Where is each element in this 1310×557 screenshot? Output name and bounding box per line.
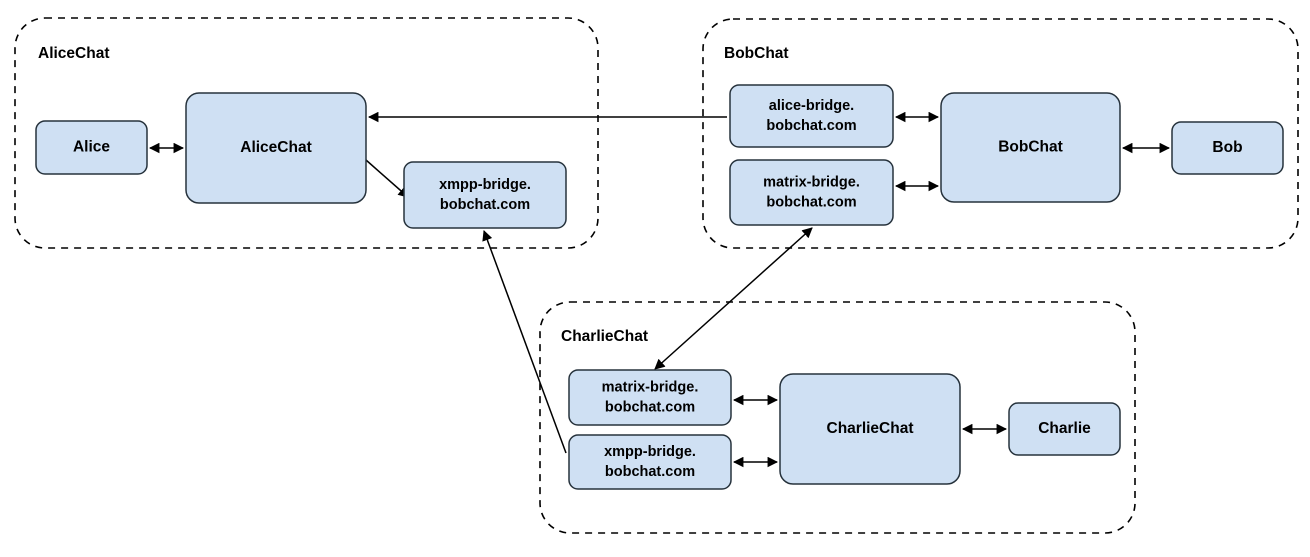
node-label-line: xmpp-bridge. bbox=[439, 177, 531, 193]
node-charlie-user[interactable]: Charlie bbox=[1008, 402, 1121, 456]
node-label-line: BobChat bbox=[998, 139, 1063, 156]
node-box[interactable] bbox=[403, 161, 567, 229]
group-charliechat-group: CharlieChat bbox=[539, 301, 1136, 534]
node-box[interactable] bbox=[1171, 121, 1284, 175]
edges bbox=[148, 111, 1171, 468]
group-label: CharlieChat bbox=[561, 328, 648, 345]
node-label-line: bobchat.com bbox=[605, 464, 695, 480]
group-frame bbox=[14, 17, 599, 249]
group-alicechat-group: AliceChat bbox=[14, 17, 599, 249]
edge-alice-xmpp-bridge-to-charlie-xmpp-bridge bbox=[482, 230, 567, 454]
group-frame bbox=[702, 18, 1299, 249]
edge-charlie-matrix-bridge-to-bob-matrix-bridge bbox=[654, 227, 813, 370]
node-label-line: matrix-bridge. bbox=[763, 174, 860, 190]
node-charliechat-server[interactable]: CharlieChat bbox=[779, 373, 961, 485]
node-label-line: AliceChat bbox=[240, 139, 312, 156]
node-box[interactable] bbox=[779, 373, 961, 485]
node-label-line: Bob bbox=[1212, 139, 1242, 156]
node-box[interactable] bbox=[185, 92, 367, 204]
node-alice-xmpp-bridge[interactable]: xmpp-bridge. bobchat.com bbox=[403, 161, 567, 229]
node-bob-user[interactable]: Bob bbox=[1171, 121, 1284, 175]
node-bobchat-server[interactable]: BobChat bbox=[940, 92, 1121, 203]
node-box[interactable] bbox=[568, 434, 732, 490]
node-alice-user[interactable]: Alice bbox=[35, 120, 148, 175]
node-box[interactable] bbox=[1008, 402, 1121, 456]
group-frame bbox=[539, 301, 1136, 534]
node-alicechat-server[interactable]: AliceChat bbox=[185, 92, 367, 204]
node-label-line: xmpp-bridge. bbox=[604, 444, 696, 460]
node-label-line: CharlieChat bbox=[827, 420, 914, 437]
node-label-line: Charlie bbox=[1038, 420, 1091, 437]
node-charlie-xmpp-bridge[interactable]: xmpp-bridge. bobchat.com bbox=[568, 434, 732, 490]
node-label-line: bobchat.com bbox=[605, 399, 695, 415]
node-label-line: alice-bridge. bbox=[769, 98, 854, 114]
node-label-line: matrix-bridge. bbox=[602, 379, 699, 395]
node-charlie-matrix-bridge[interactable]: matrix-bridge. bobchat.com bbox=[568, 369, 732, 426]
group-label: BobChat bbox=[724, 45, 789, 62]
node-box[interactable] bbox=[729, 84, 894, 148]
node-label-line: bobchat.com bbox=[440, 197, 530, 213]
node-bob-alice-bridge[interactable]: alice-bridge. bobchat.com bbox=[729, 84, 894, 148]
node-box[interactable] bbox=[940, 92, 1121, 203]
node-label-line: Alice bbox=[73, 139, 110, 156]
node-label-line: bobchat.com bbox=[766, 118, 856, 134]
node-label-line: bobchat.com bbox=[766, 194, 856, 210]
node-box[interactable] bbox=[568, 369, 732, 426]
group-label: AliceChat bbox=[38, 45, 110, 62]
group-bobchat-group: BobChat bbox=[702, 18, 1299, 249]
node-box[interactable] bbox=[35, 120, 148, 175]
edge-alicechat-to-alice-xmpp-bridge bbox=[365, 159, 409, 198]
node-bob-matrix-bridge[interactable]: matrix-bridge. bobchat.com bbox=[729, 159, 894, 226]
node-box[interactable] bbox=[729, 159, 894, 226]
